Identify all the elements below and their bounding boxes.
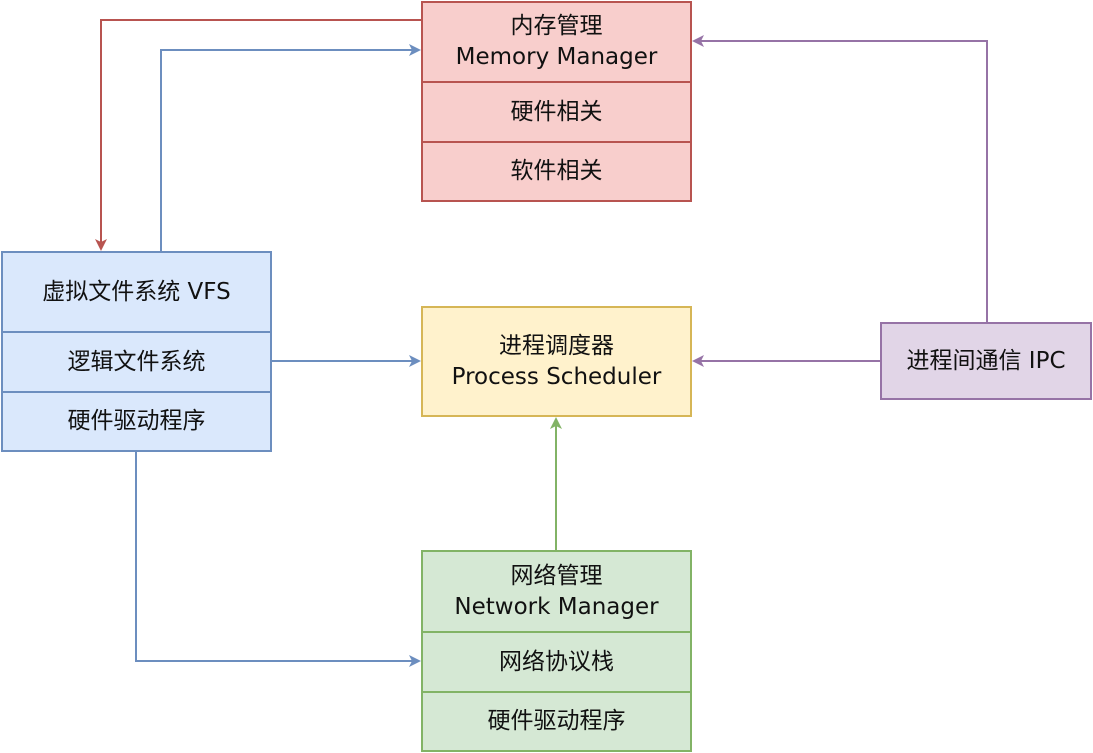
process-scheduler-title-en: Process Scheduler xyxy=(451,363,662,390)
memory-manager-item-software: 软件相关 xyxy=(421,141,692,202)
network-manager-header: 网络管理 Network Manager xyxy=(421,550,692,633)
process-scheduler-box: 进程调度器 Process Scheduler xyxy=(421,306,692,417)
memory-manager-title-en: Memory Manager xyxy=(455,44,658,70)
memory-to-vfs-arrow xyxy=(95,19,421,251)
network-manager-box: 网络管理 Network Manager 网络协议栈 硬件驱动程序 xyxy=(421,550,692,752)
memory-manager-item-hardware: 硬件相关 xyxy=(421,81,692,143)
network-manager-item-protocol-stack: 网络协议栈 xyxy=(421,631,692,693)
memory-manager-header: 内存管理 Memory Manager xyxy=(421,1,692,83)
vfs-to-memory-arrow xyxy=(160,44,421,251)
ipc-box: 进程间通信 IPC xyxy=(880,322,1092,400)
vfs-to-network-arrow xyxy=(135,452,421,667)
process-scheduler-header: 进程调度器 Process Scheduler xyxy=(421,306,692,417)
vfs-header: 虚拟文件系统 VFS xyxy=(1,251,272,333)
process-scheduler-title-zh: 进程调度器 xyxy=(499,332,614,359)
vfs-box: 虚拟文件系统 VFS 逻辑文件系统 硬件驱动程序 xyxy=(1,251,272,452)
ipc-title: 进程间通信 IPC xyxy=(880,322,1092,400)
network-manager-item-hardware-driver: 硬件驱动程序 xyxy=(421,691,692,752)
memory-manager-title-zh: 内存管理 xyxy=(510,13,603,39)
vfs-item-hardware-driver: 硬件驱动程序 xyxy=(1,391,272,452)
memory-manager-box: 内存管理 Memory Manager 硬件相关 软件相关 xyxy=(421,1,692,202)
ipc-to-memory-arrow xyxy=(692,35,988,322)
network-manager-title-en: Network Manager xyxy=(454,593,659,620)
network-manager-title-zh: 网络管理 xyxy=(510,562,603,589)
vfs-item-logical-fs: 逻辑文件系统 xyxy=(1,331,272,393)
